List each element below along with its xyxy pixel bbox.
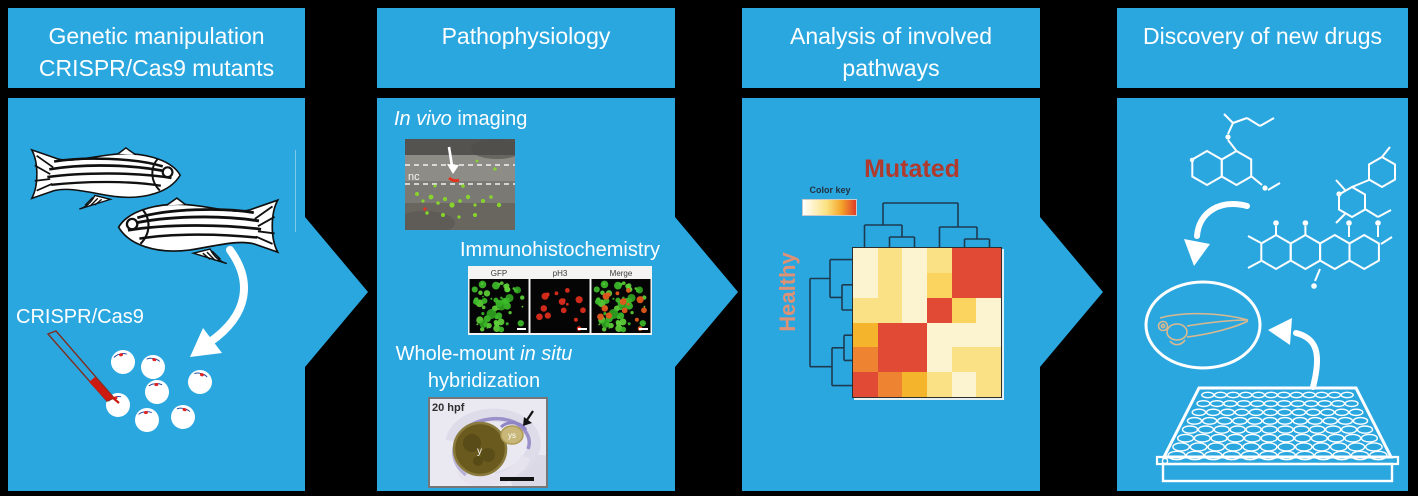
- heatmap-cell: [951, 248, 977, 273]
- arrow-tip-3: [1040, 217, 1103, 367]
- mutated-group-label: Mutated: [864, 155, 960, 183]
- in-vivo-italic: In vivo: [394, 108, 452, 130]
- heatmap-cell: [877, 347, 903, 373]
- heatmap-cell: [902, 297, 927, 323]
- arrow-tip-1: [305, 217, 368, 367]
- green-fluorescent-cells: [415, 159, 502, 219]
- white-arrow-icon: [447, 146, 459, 174]
- heatmap-cell: [926, 272, 952, 298]
- heatmap-cell: [853, 297, 878, 323]
- immunohistochemistry-label: Immunohistochemistry: [460, 239, 661, 261]
- heatmap-cell: [853, 248, 878, 273]
- heatmap-cell: [902, 372, 927, 397]
- fluorescence-signals: [471, 280, 647, 333]
- heatmap-cell: [976, 248, 1001, 273]
- header-line: Discovery of new drugs: [1142, 23, 1383, 49]
- panel-edge-artifact-line: [295, 150, 296, 232]
- wish-line1: Whole-mount in situ: [395, 343, 573, 365]
- heatmap-cell: [926, 347, 952, 373]
- healthy-group-label: Healthy: [775, 252, 800, 332]
- ys-label: ys: [508, 431, 516, 440]
- header-line: pathways: [842, 54, 940, 81]
- imaging-text: imaging: [451, 108, 528, 130]
- heatmap-cell: [976, 372, 1001, 397]
- header-analysis-pathways: Analysis of involved pathways: [742, 8, 1040, 88]
- heatmap-cell: [926, 248, 952, 273]
- gfp-label: GFP: [491, 269, 507, 278]
- heatmap-cell: [853, 322, 878, 348]
- heatmap-cell: [877, 322, 903, 348]
- ph3-channel: [530, 279, 590, 333]
- panel-drug-discovery: [1117, 98, 1408, 491]
- header-line: CRISPR/Cas9 mutants: [38, 54, 275, 81]
- heatmap-cell: [853, 372, 878, 397]
- heatmap-cell: [976, 347, 1001, 373]
- header-pathophysiology: Pathophysiology: [377, 8, 675, 88]
- color-key-gradient-bar: [802, 199, 857, 216]
- heatmap-cell: [877, 272, 903, 298]
- heatmap-cell: [902, 248, 927, 273]
- in-vivo-imaging-label: In vivo imaging: [394, 108, 527, 131]
- arrow-tip-2: [675, 217, 738, 367]
- wish-label: Whole-mount in situ hybridization: [392, 341, 576, 395]
- heatmap-cell: [951, 272, 977, 298]
- nc-label: nc: [408, 171, 420, 183]
- heatmap-cell: [853, 347, 878, 373]
- heatmap-cell: [902, 322, 927, 348]
- header-line: Analysis of involved: [790, 23, 992, 49]
- heatmap-grid: [852, 247, 1002, 398]
- header-line: Pathophysiology: [441, 23, 611, 49]
- heatmap-cell: [951, 297, 977, 323]
- heatmap-cell: [877, 297, 903, 323]
- heatmap-cell: [877, 248, 903, 273]
- immunohistochemistry-micrograph: GFP pH3 Merge: [468, 266, 652, 335]
- ph3-label: pH3: [553, 269, 568, 278]
- heatmap-cell: [976, 272, 1001, 298]
- yolk-extension: [500, 425, 524, 445]
- heatmap-cell: [976, 322, 1001, 348]
- red-signal: [448, 176, 460, 183]
- in-vivo-micrograph: nc: [405, 139, 515, 230]
- header-genetic-manipulation: Genetic manipulation CRISPR/Cas9 mutants: [8, 8, 305, 88]
- yolk-label: y: [477, 446, 482, 457]
- stage-label: 20 hpf: [432, 402, 465, 414]
- header-line: Genetic manipulation: [48, 23, 265, 49]
- heatmap-cell: [877, 372, 903, 397]
- heatmap-cell: [951, 372, 977, 397]
- crispr-cas9-label: CRISPR/Cas9: [16, 306, 144, 328]
- color-key-label: Color key: [809, 185, 851, 195]
- scale-bar: [500, 477, 534, 481]
- wish-line2: hybridization: [427, 370, 541, 392]
- heatmap-cell: [926, 322, 952, 348]
- heatmap-cell: [853, 272, 878, 298]
- merge-label: Merge: [610, 269, 633, 278]
- wish-embryo-image: 20 hpf y ys: [428, 397, 548, 488]
- heatmap-cell: [926, 297, 952, 323]
- panel-genetic-manipulation: [8, 98, 305, 491]
- heatmap-cell: [951, 322, 977, 348]
- heatmap-cell: [926, 372, 952, 397]
- heatmap-cell: [902, 272, 927, 298]
- heatmap-cell: [902, 347, 927, 373]
- heatmap-cell: [951, 347, 977, 373]
- heatmap-cell: [976, 297, 1001, 323]
- header-drug-discovery: Discovery of new drugs: [1117, 8, 1408, 88]
- black-arrow-icon: [523, 410, 534, 426]
